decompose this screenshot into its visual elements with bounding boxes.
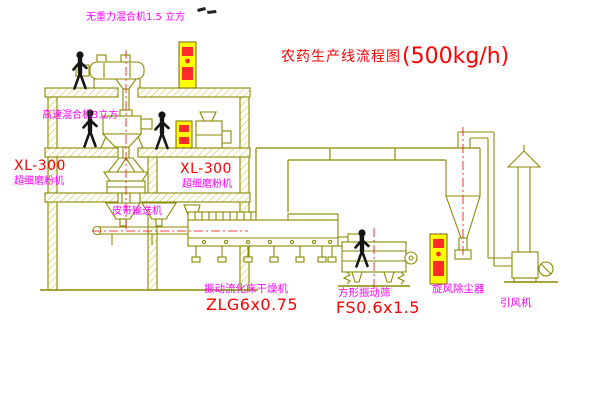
control-panel-mid (175, 120, 193, 149)
diagram-title: 农药生产线流程图 (500kg/h) (281, 44, 509, 69)
title-capacity: (500kg/h) (402, 44, 510, 69)
label-mill-right-model: XL-300 (180, 161, 232, 177)
cyclone-dust-collector (445, 131, 512, 267)
title-text: 农药生产线流程图 (281, 49, 401, 65)
centerlines (92, 50, 464, 292)
control-panel-top (178, 41, 197, 89)
label-cyclone: 旋风除尘器 (432, 283, 485, 295)
exhaust-duct (255, 147, 480, 212)
label-screen-name: 方形振动筛 (338, 287, 391, 299)
label-fan: 引风机 (500, 297, 532, 309)
fine-mill-left (102, 157, 150, 194)
label-belt-conveyor: 皮带输送机 (112, 206, 162, 217)
corner-mark (197, 7, 217, 14)
label-high-speed-mixer: 高速混合机3立方 (42, 110, 119, 121)
label-gravity-mixer: 无重力混合机1.5 立方 (86, 12, 186, 23)
label-mill-left-model: XL-300 (14, 158, 66, 174)
label-dryer-name: 振动流化床干燥机 (204, 283, 288, 295)
building-structure (40, 87, 258, 291)
label-dryer-model: ZLG6x0.75 (206, 295, 299, 314)
induced-draft-fan (504, 145, 558, 283)
label-mill-left-name: 超细磨粉机 (14, 176, 64, 187)
label-screen-model: FS0.6x1.5 (336, 298, 420, 317)
label-mill-right-name: 超细磨粉机 (182, 179, 232, 190)
fluid-bed-dryer (183, 204, 351, 263)
gravity-mixer (75, 54, 145, 115)
fine-mill-right (195, 111, 232, 149)
control-panel-right (429, 233, 448, 285)
vibrating-screen (338, 233, 418, 287)
worker-figure (156, 111, 169, 148)
